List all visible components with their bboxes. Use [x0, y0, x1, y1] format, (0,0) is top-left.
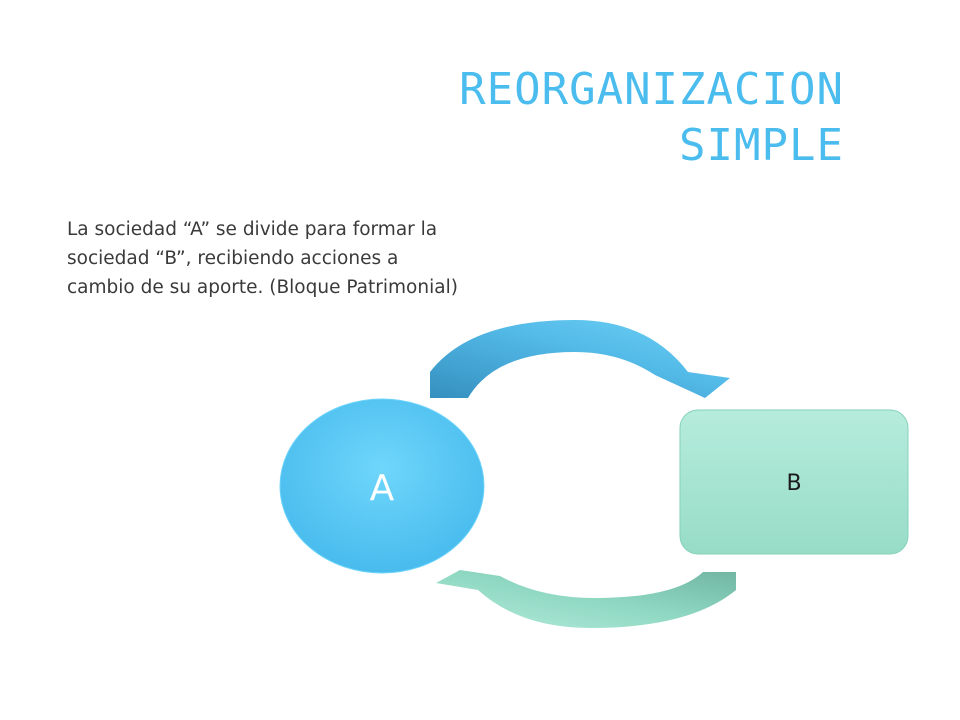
slide-title-line-1: REORGANIZACION	[459, 64, 844, 115]
arrow-a-to-b	[430, 320, 730, 398]
description-line-1: La sociedad “A” se divide para formar la	[67, 219, 438, 240]
slide-title-line-2: SIMPLE	[679, 120, 844, 171]
node-b: B	[679, 409, 909, 555]
node-a: A	[279, 398, 485, 574]
slide-title: REORGANIZACION SIMPLE	[244, 62, 844, 174]
node-b-label: B	[786, 471, 801, 496]
node-a-label: A	[370, 468, 395, 509]
description-line-3: cambio de su aporte. (Bloque Patrimonial…	[67, 277, 458, 298]
arrow-b-to-a	[436, 570, 736, 628]
slide-description: La sociedad “A” se divide para formar la…	[67, 215, 587, 302]
node-b-shape	[679, 409, 909, 555]
description-line-2: sociedad “B”, recibiendo acciones a	[67, 248, 399, 269]
node-a-shape	[279, 398, 485, 574]
